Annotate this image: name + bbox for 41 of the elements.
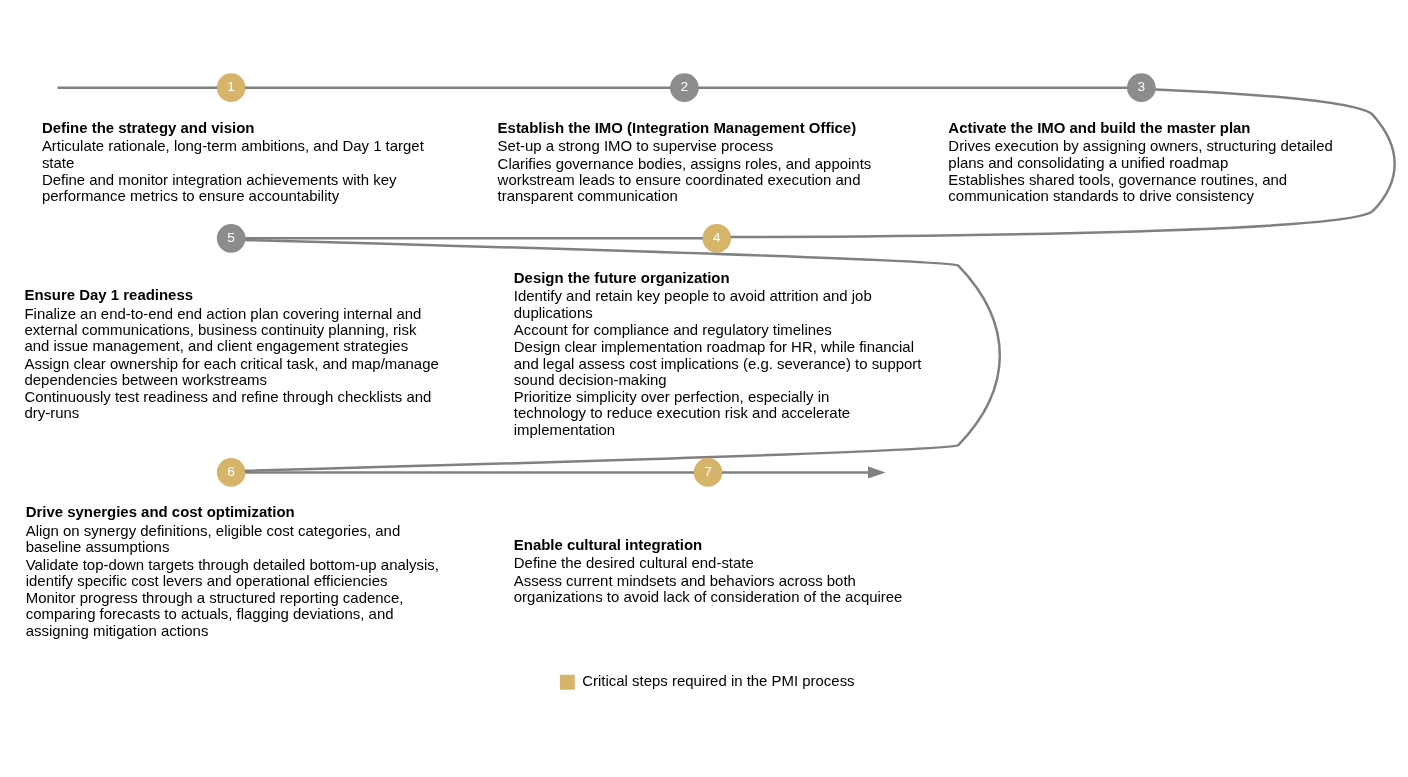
node-label: Set-up a strong IMO to supervise process: [497, 136, 774, 154]
connector: [244, 85, 671, 89]
node-label: Define the strategy and vision: [41, 118, 255, 136]
connector: [698, 85, 1128, 89]
node-label: Design the future organization: [513, 268, 730, 286]
legend-label: Critical steps required in the PMI process: [582, 671, 855, 689]
node-label: Account for compliance and regulatory timelines: [513, 320, 832, 338]
node-label: Drives execution by assigning owners, structuring detailed plans and consolidating a unified roadmap: [948, 136, 1333, 170]
node-label: Drive synergies and cost optimization: [25, 502, 295, 520]
connector: [245, 470, 695, 474]
arrow: [722, 465, 886, 479]
node-label: Establishes shared tools, governance routines, and communication standards to drive consistency: [948, 170, 1288, 204]
connector: [730, 87, 1396, 238]
node-circle: 3: [1127, 72, 1156, 102]
connector: [244, 238, 1001, 472]
node-label: Ensure Day 1 readiness: [24, 285, 194, 303]
node-label: Continuously test readiness and refine through checklists and dry-runs: [24, 387, 432, 421]
node-label: Clarifies governance bodies, assigns roles, and appoints workstream leads to ensure coordinated execution and transparent communication: [497, 154, 872, 204]
node-label: Activate the IMO and build the master plan: [948, 118, 1251, 136]
node-label: Identify and retain key people to avoid attrition and job duplications: [513, 286, 872, 321]
node-circle: 5: [216, 223, 246, 253]
node-label: Establish the IMO (Integration Management Office): [497, 118, 857, 136]
node-label: Articulate rationale, long-term ambitions, and Day 1 target state: [41, 136, 424, 170]
node-label: Prioritize simplicity over perfection, especially in technology to reduce execution risk and accelerate implementation: [513, 387, 851, 438]
node-label: Enable cultural integration: [513, 535, 703, 553]
node-label: Align on synergy definitions, eligible cost categories, and baseline assumptions: [25, 521, 401, 555]
connector: [57, 85, 218, 89]
node-label: Design clear implementation roadmap for HR, while financial and legal assess cost implications (e.g. severance) to support sound decision-making: [513, 337, 922, 388]
node-label: Assign clear ownership for each critical task, and map/manage dependencies between workstreams: [24, 354, 439, 388]
node-circle: 2: [670, 72, 699, 102]
node-label: Finalize an end-to-end end action plan covering internal and external communications, business continuity planning, risk and issue management, and client engagement strategies: [24, 304, 422, 354]
node-circle: 4: [702, 223, 732, 253]
node-circle: 7: [693, 457, 723, 487]
node-label: Define the desired cultural end-state: [513, 553, 754, 571]
connector: [244, 236, 703, 240]
node-label: Assess current mindsets and behaviors across both organizations to avoid lack of consideration of the acquiree: [513, 571, 903, 605]
node-circle: 1: [216, 72, 246, 102]
node-circle: 6: [216, 457, 246, 487]
node-label: Monitor progress through a structured reporting cadence, comparing forecasts to actuals, flagging deviations, and assigning mitigation actions: [25, 588, 404, 639]
node-label: Validate top-down targets through detailed bottom-up analysis, identify specific cost levers and operational efficiencies: [25, 555, 439, 589]
node-label: Define and monitor integration achievements with key performance metrics to ensure accountability: [41, 170, 397, 204]
